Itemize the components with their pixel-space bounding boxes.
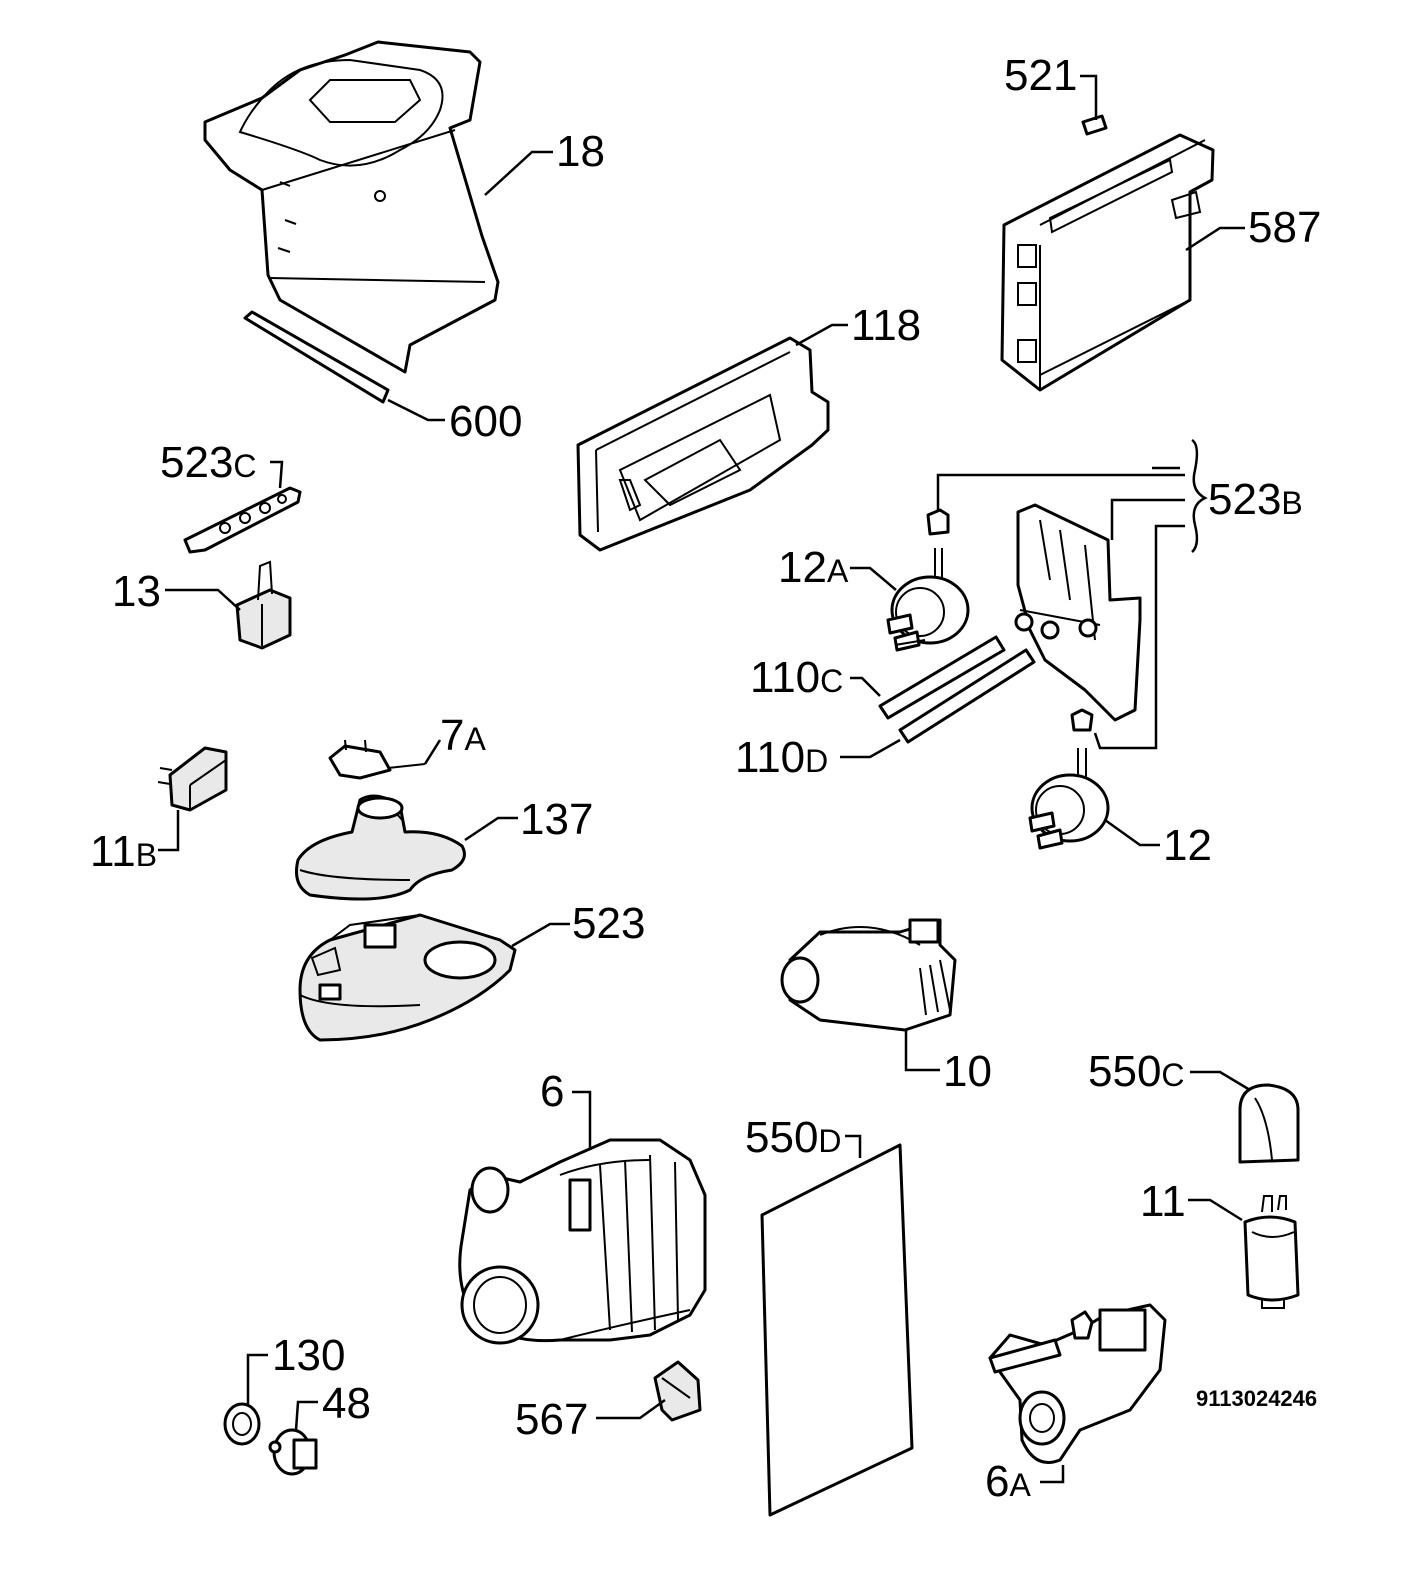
part-137-cover: [295, 794, 466, 901]
part-48-plug: [268, 1428, 318, 1476]
leader-lines: [158, 74, 1251, 1484]
part-521-small-part: [1081, 114, 1108, 136]
label-12a: 12A: [778, 543, 849, 592]
label-18: 18: [556, 127, 605, 176]
part-11b-relay: [157, 746, 228, 812]
diagram-code: 9113024246: [1196, 1386, 1317, 1411]
label-11: 11: [1140, 1177, 1186, 1226]
label-587: 587: [1248, 203, 1321, 252]
label-550c: 550C: [1088, 1047, 1185, 1096]
part-587-control-module: [1000, 133, 1215, 392]
part-110d-hose: [898, 648, 1036, 744]
part-11-capacitor: [1243, 1195, 1300, 1309]
label-11b: 11B: [90, 827, 157, 876]
part-523b-holder: [1014, 503, 1142, 722]
part-12a-pressure-switch: [886, 548, 970, 652]
part-7a-clip: [328, 739, 426, 780]
label-10: 10: [943, 1047, 992, 1096]
part-6-pump-motor: [458, 1138, 707, 1345]
part-523c-bracket: [183, 486, 302, 554]
part-110c-hose: [878, 635, 1006, 720]
label-118: 118: [851, 301, 921, 350]
label-6: 6: [540, 1067, 564, 1116]
label-110d: 110D: [735, 733, 828, 782]
part-10-heater: [780, 918, 957, 1032]
label-523: 523: [572, 899, 645, 948]
label-110c: 110C: [750, 653, 843, 702]
part-12-pressure-switch: [1028, 748, 1110, 850]
label-48: 48: [322, 1379, 371, 1428]
label-600: 600: [449, 397, 522, 446]
label-521: 521: [1004, 51, 1077, 100]
part-18-duct: [203, 40, 500, 374]
label-523b: 523B: [1208, 475, 1303, 524]
label-12: 12: [1163, 821, 1212, 870]
label-6a: 6A: [985, 1457, 1031, 1506]
part-130-seal: [223, 1402, 261, 1446]
label-7a: 7A: [440, 711, 486, 760]
part-13-switch: [235, 560, 292, 650]
part-550d-sheet: [760, 1143, 914, 1517]
label-13: 13: [112, 567, 161, 616]
labels: 18 600 521 587 118 523C 523B 12A 13 110C…: [90, 51, 1321, 1506]
part-6a-drain-pump: [988, 1303, 1167, 1464]
part-550c-cap: [1238, 1083, 1300, 1164]
label-130: 130: [272, 1331, 345, 1380]
part-600-strip: [243, 310, 390, 404]
label-137: 137: [520, 795, 593, 844]
part-567-clip: [653, 1360, 702, 1422]
part-523b-fitting-bottom: [1070, 708, 1094, 732]
part-118-dispenser: [576, 336, 830, 552]
label-523c: 523C: [160, 438, 257, 487]
part-523b-fitting-top: [926, 508, 950, 536]
part-523-base: [298, 913, 517, 1042]
label-550d: 550D: [745, 1113, 842, 1162]
label-567: 567: [515, 1395, 588, 1444]
